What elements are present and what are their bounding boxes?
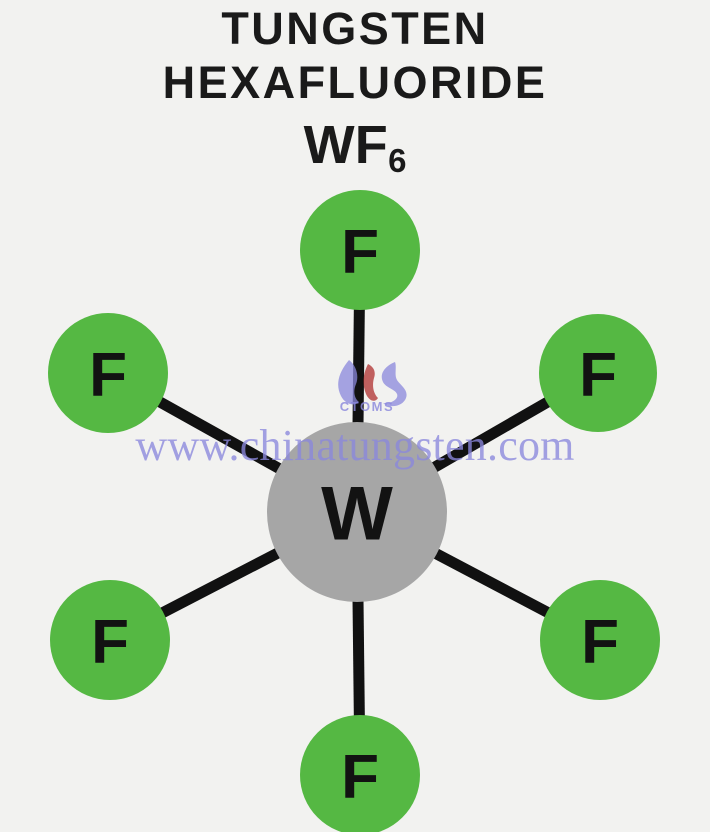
atom-label-fluorine-bottom: F	[341, 743, 379, 812]
atom-fluorine-lower-left: F	[50, 580, 170, 700]
atom-fluorine-lower-right: F	[540, 580, 660, 700]
atom-circle-fluorine-bottom	[300, 715, 420, 832]
atom-label-fluorine-lower-left: F	[91, 608, 129, 677]
atom-label-fluorine-top: F	[341, 218, 379, 287]
page-title-line-2: HEXAFLUORIDE	[162, 57, 548, 108]
atom-label-fluorine-lower-right: F	[581, 608, 619, 677]
atom-label-tungsten-center: W	[321, 472, 393, 557]
title-block: TUNGSTEN HEXAFLUORIDE WF6	[0, 0, 710, 177]
atom-fluorine-upper-right: F	[539, 314, 657, 432]
atom-circle-fluorine-lower-right	[540, 580, 660, 700]
formula-subscript: 6	[388, 142, 407, 179]
atom-label-fluorine-upper-right: F	[579, 341, 617, 410]
atom-label-fluorine-upper-left: F	[89, 341, 127, 410]
atom-tungsten-center: W	[267, 422, 447, 602]
chemical-formula: WF6	[0, 115, 710, 177]
formula-main: WF	[303, 115, 389, 175]
atom-circle-tungsten-center	[267, 422, 447, 602]
page-title-line-1: TUNGSTEN	[221, 3, 489, 54]
atom-circle-fluorine-upper-right	[539, 314, 657, 432]
atom-fluorine-bottom: F	[300, 715, 420, 832]
atom-fluorine-upper-left: F	[48, 313, 168, 433]
atom-circle-fluorine-lower-left	[50, 580, 170, 700]
atoms-group: W F F F F F F	[48, 190, 660, 832]
atom-circle-fluorine-top	[300, 190, 420, 310]
atom-fluorine-top: F	[300, 190, 420, 310]
atom-circle-fluorine-upper-left	[48, 313, 168, 433]
